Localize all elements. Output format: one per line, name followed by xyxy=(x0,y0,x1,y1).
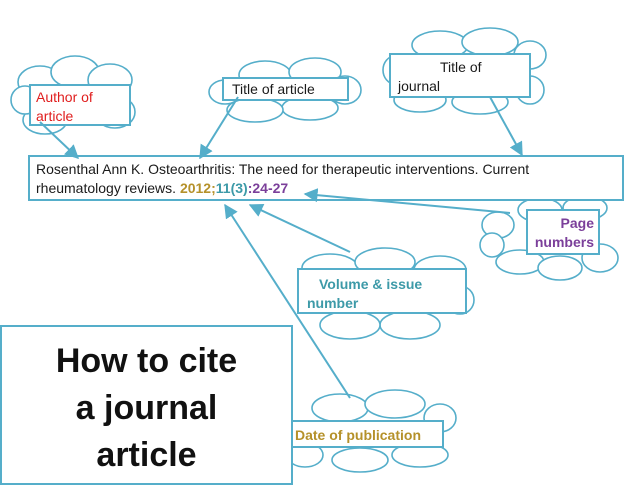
citation-separator-colon: : xyxy=(247,180,253,196)
page-numbers-label: Page numbers xyxy=(526,209,600,255)
date-arrow xyxy=(224,203,351,399)
title-journal-label: Title of journal xyxy=(389,53,531,98)
title-line-3: article xyxy=(96,436,197,474)
title-journal-arrow xyxy=(489,96,523,157)
volume-issue-line-1: Volume & issue xyxy=(319,276,423,292)
title-journal-line-2: journal xyxy=(398,78,441,94)
citation-box: Rosenthal Ann K. Osteoarthritis: The nee… xyxy=(28,155,624,201)
page-numbers-line-2: numbers xyxy=(534,234,594,250)
title-line-1: How to cite xyxy=(55,342,238,380)
title-line-2: a journal xyxy=(75,389,218,427)
citation-separator-semicolon: ; xyxy=(211,180,216,196)
page-numbers-line-1: Page xyxy=(560,215,594,231)
citation-journal: rheumatology reviews. xyxy=(36,180,180,196)
title-journal-line-1: Title of xyxy=(440,59,482,75)
page-numbers-arrow xyxy=(303,188,511,214)
volume-issue-line-2: number xyxy=(307,295,359,311)
citation-pages: 24-27 xyxy=(252,180,289,196)
volume-issue-label: Volume & issue number xyxy=(297,268,467,314)
title-article-label: Title of article xyxy=(222,77,349,101)
citation-year: 2012 xyxy=(179,180,212,196)
author-arrow xyxy=(39,121,80,159)
citation-line-1: Rosenthal Ann K. Osteoarthritis: The nee… xyxy=(36,161,530,177)
volume-issue-arrow xyxy=(248,204,351,253)
author-label: Author of article xyxy=(29,84,131,126)
title-article-arrow xyxy=(199,96,239,160)
citation-volume-issue: 11(3) xyxy=(215,180,248,196)
date-label: Date of publication xyxy=(288,420,444,448)
citation-line-2: rheumatology reviews. 2012;11(3):24-27 xyxy=(36,179,616,198)
page-title: How to cite a journal article xyxy=(0,325,293,485)
